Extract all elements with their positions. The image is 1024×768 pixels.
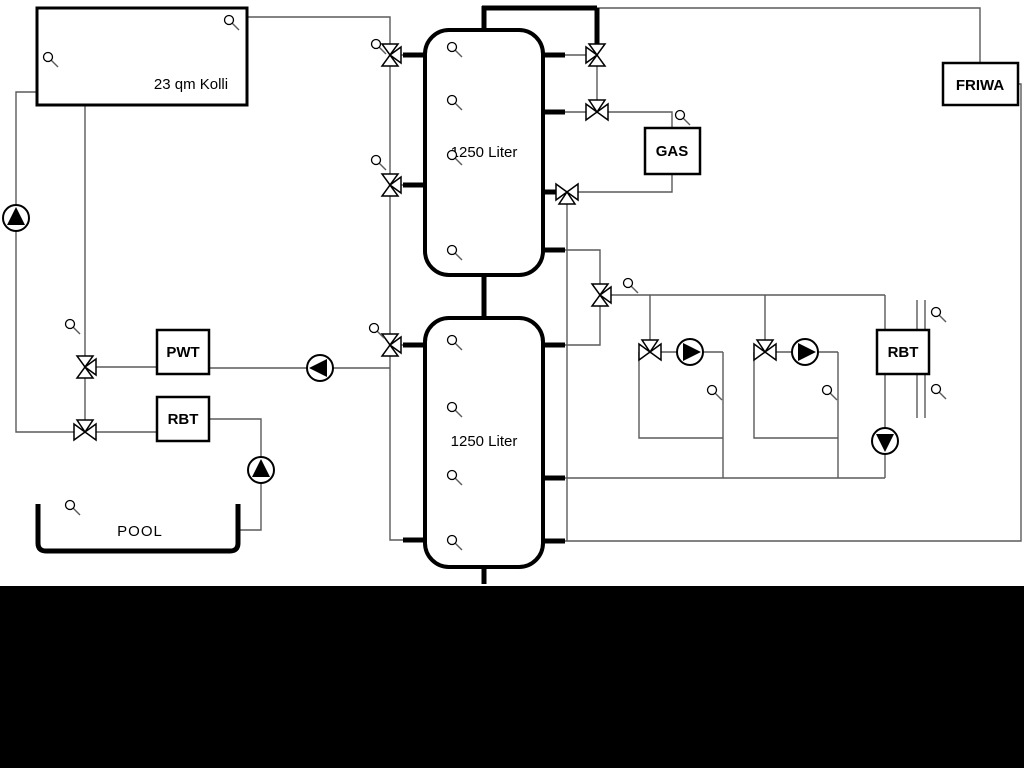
pump-icon [2,204,30,232]
pump-icon [676,338,704,366]
rbt-left-box [155,395,211,443]
pump-icon [306,354,334,382]
buffer-tank-bottom [423,316,545,569]
gas-boiler-box [643,126,702,176]
buffer-tank-top-label: 1250 Liter [451,144,518,161]
bottom-black-area [0,586,1024,768]
buffer-tank-bottom-label: 1250 Liter [451,433,518,450]
tank-ports [403,52,565,544]
rbt-right-label: RBT [888,344,919,361]
gas-circuit-lines [565,54,673,541]
pump-icon [247,456,275,484]
pwt-label: PWT [166,344,199,361]
pwt-heat-exchanger-box [155,328,211,376]
pipe-lines-thick [403,5,600,584]
rbt-right-box [875,328,931,376]
pump-icon [791,338,819,366]
friwa-label: FRIWA [956,77,1004,94]
solar-collector-box [35,6,249,107]
friwa-station-box [941,61,1020,107]
pool-basin [35,504,241,554]
gas-label: GAS [656,143,689,160]
solar-collector-label: 23 qm Kolli [154,76,228,93]
main-pipes [481,5,600,584]
pump-icon [871,427,899,455]
rbt-left-label: RBT [168,411,199,428]
pool-label: POOL [117,523,163,540]
buffer-tank-top [423,28,545,277]
friwa-circuit-lines [565,7,1022,542]
